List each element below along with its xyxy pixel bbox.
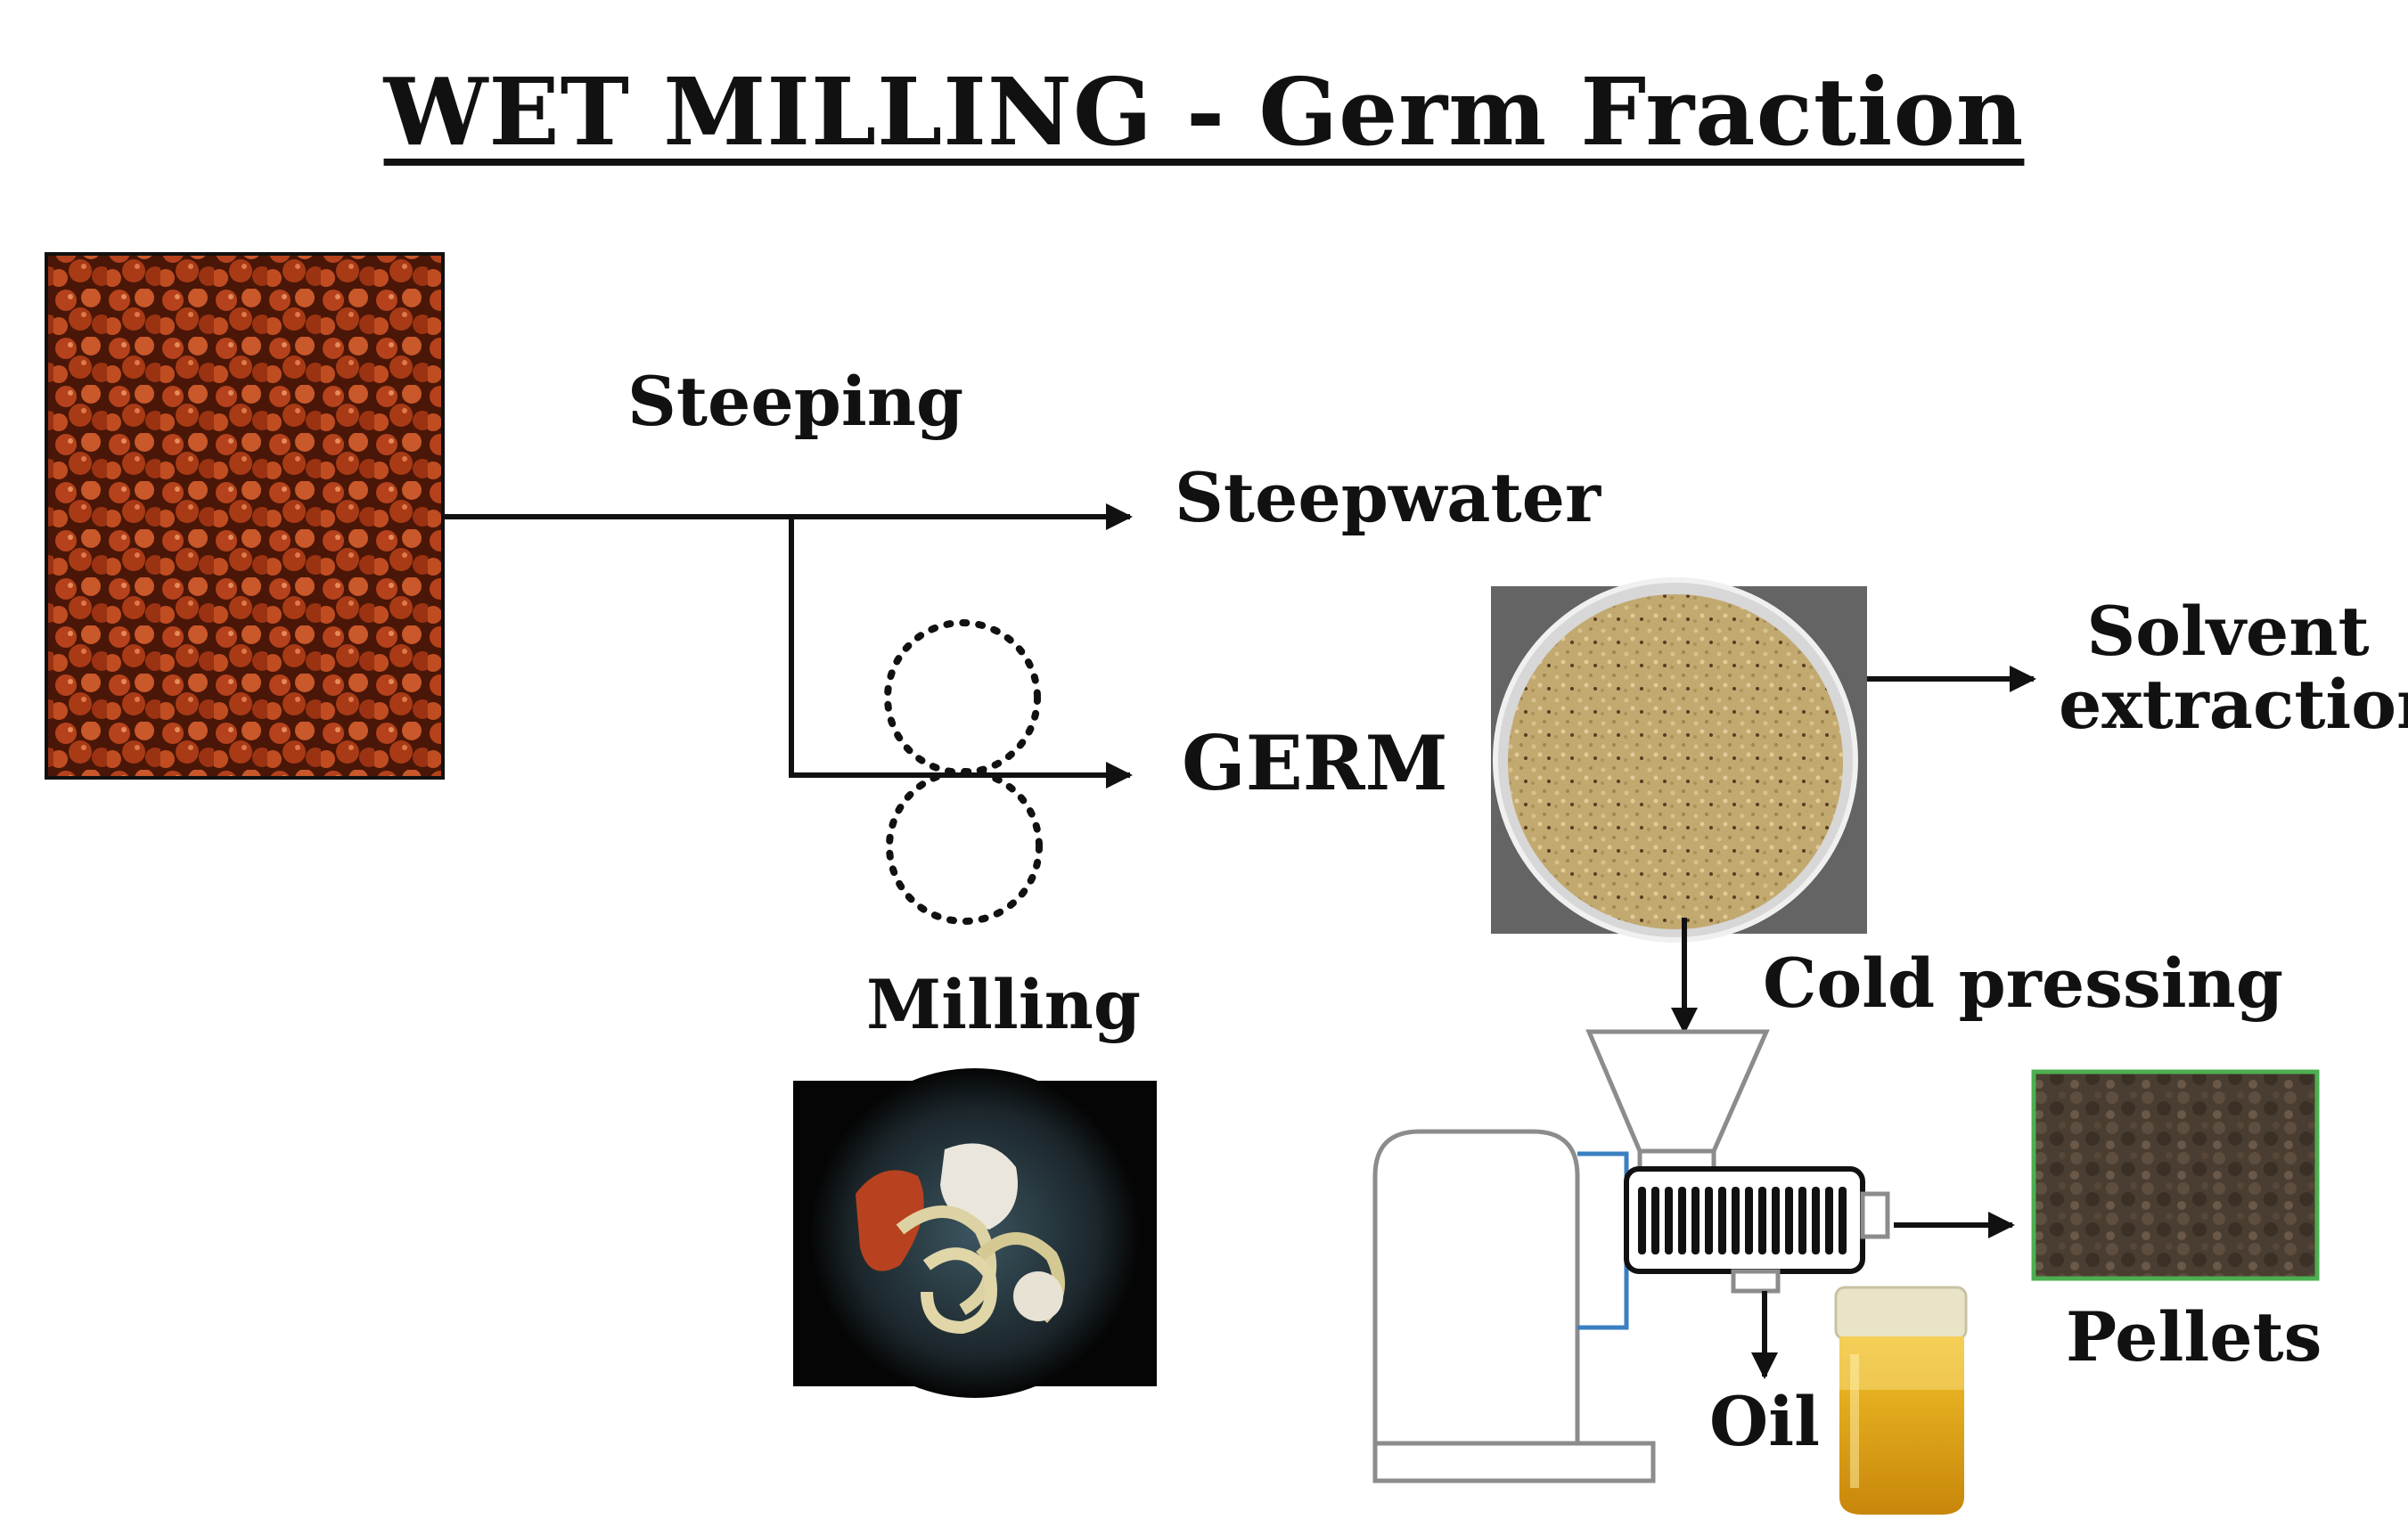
pellets-photo (2031, 1069, 2320, 1281)
germ-petri-dish-photo (1491, 577, 1867, 943)
screw-thread (1812, 1187, 1820, 1254)
oil-jar-icon (1834, 1286, 1968, 1515)
screw-thread (1718, 1187, 1726, 1254)
screw-thread (1705, 1187, 1713, 1254)
screw-thread (1772, 1187, 1780, 1254)
screw-thread (1665, 1187, 1673, 1254)
screw-thread (1678, 1187, 1686, 1254)
milling-rollers-icon (884, 619, 1043, 925)
pellets-label: Pellets (2066, 1297, 2322, 1377)
solvent-label-line1: Solvent (2086, 592, 2370, 671)
solvent-extraction-label: Solvent extraction (2059, 592, 2408, 745)
screw-thread (1732, 1187, 1740, 1254)
screw-thread (1745, 1187, 1753, 1254)
solvent-label-line2: extraction (2059, 665, 2408, 745)
sorghum-grain-photo (45, 252, 445, 780)
milling-label: Milling (866, 965, 1142, 1044)
cold-pressing-label: Cold pressing (1763, 944, 2284, 1023)
milled-germ-microscope-photo (793, 1068, 1157, 1398)
steepwater-label: Steepwater (1175, 458, 1601, 537)
screw-thread (1839, 1187, 1847, 1254)
screw-thread (1758, 1187, 1766, 1254)
oil-label: Oil (1709, 1382, 1820, 1461)
steeping-label: Steeping (627, 362, 964, 441)
diagram-title: WET MILLING - Germ Fraction (383, 57, 2025, 167)
screw-thread (1825, 1187, 1833, 1254)
screw-thread (1785, 1187, 1793, 1254)
germ-label: GERM (1182, 719, 1448, 807)
screw-thread (1651, 1187, 1659, 1254)
screw-thread (1638, 1187, 1646, 1254)
screw-press-icon (1372, 1029, 1890, 1483)
screw-thread (1691, 1187, 1700, 1254)
screw-thread (1798, 1187, 1806, 1254)
